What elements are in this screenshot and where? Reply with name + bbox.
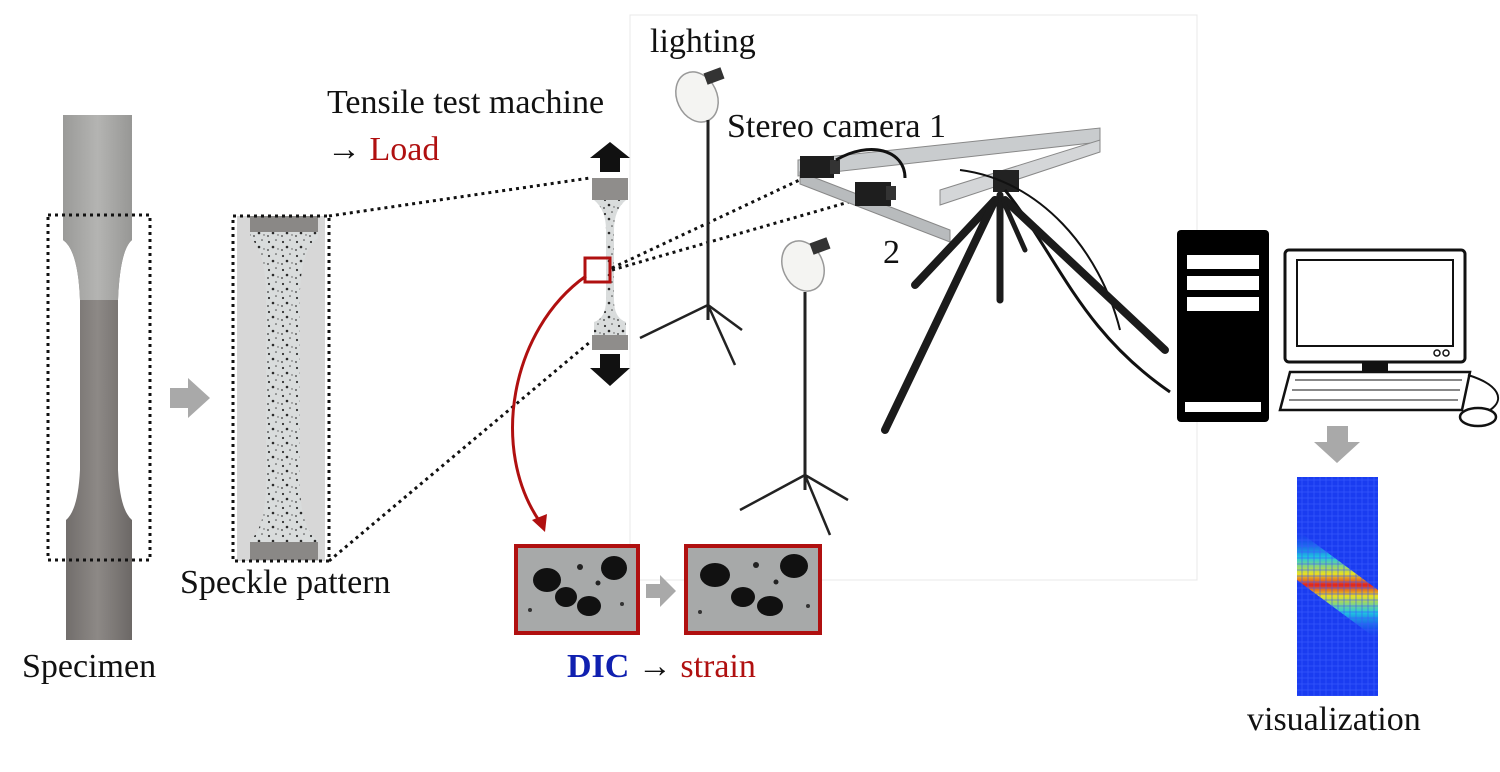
load-label: → Load	[327, 133, 439, 167]
up-arrow-icon	[590, 142, 630, 172]
specimen-label: Specimen	[22, 648, 157, 685]
right-arrow-icon	[646, 575, 676, 607]
zoom-lines	[328, 176, 591, 563]
camera-icon	[800, 156, 840, 178]
specimen-gauge-box	[46, 213, 152, 562]
keyboard-icon	[1278, 370, 1472, 412]
camera-icon	[855, 182, 896, 206]
load-arrow: →	[327, 131, 361, 168]
lab-photo-backdrop	[629, 14, 1198, 581]
strain-heatmap	[1297, 477, 1378, 696]
lamp-icon	[639, 67, 743, 366]
specimen-speckled	[231, 214, 331, 563]
dic-image-before	[514, 544, 640, 635]
strain-text: strain	[680, 648, 756, 685]
camera-2-label: 2	[883, 234, 900, 271]
lighting-label: lighting	[650, 23, 756, 60]
stereo-camera-rig	[797, 127, 1171, 394]
load-text: Load	[369, 131, 440, 168]
test-specimen	[583, 178, 628, 350]
tensile-machine-label: Tensile test machine	[327, 84, 605, 121]
lamp-icon	[739, 237, 849, 536]
mouse-icon	[1458, 374, 1500, 428]
stereo-camera-label: Stereo camera 1	[727, 108, 946, 145]
roi-box	[583, 256, 612, 284]
right-arrow-icon	[170, 378, 210, 418]
tripod-icon	[881, 191, 1169, 434]
speckle-pattern-label: Speckle pattern	[180, 564, 391, 601]
dic-arrow: →	[637, 648, 672, 685]
visualization-label: visualization	[1247, 701, 1421, 738]
roi-to-dic-arrow	[511, 274, 587, 532]
computer-tower-icon	[1177, 230, 1269, 422]
dic-strain-label: DIC → strain	[567, 650, 756, 684]
down-arrow-icon	[590, 354, 630, 386]
dic-text: DIC	[567, 648, 630, 685]
camera-sight-lines	[611, 174, 857, 272]
monitor-icon	[1283, 248, 1467, 372]
down-gray-arrow-icon	[1314, 426, 1360, 463]
specimen-plain	[46, 115, 152, 640]
dic-image-after	[684, 544, 822, 635]
